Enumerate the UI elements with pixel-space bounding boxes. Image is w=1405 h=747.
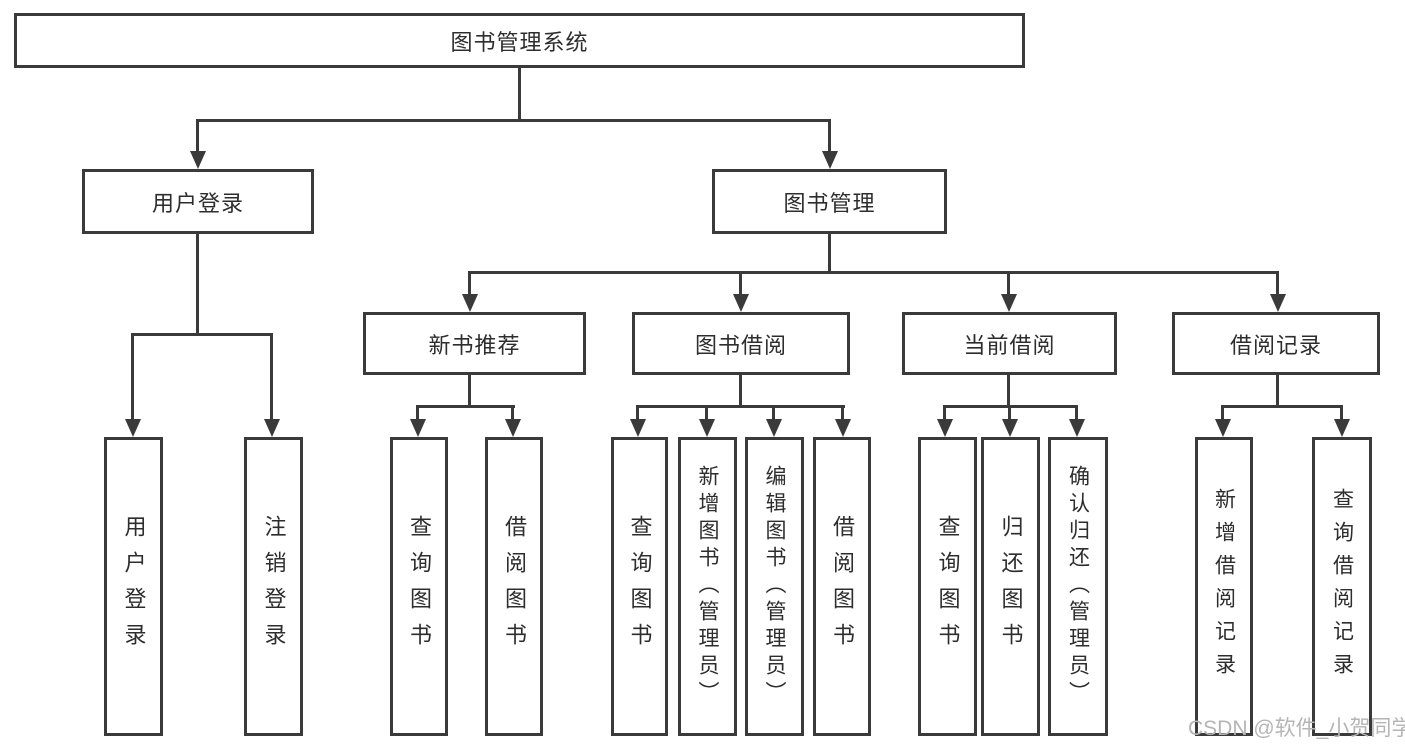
leaf-borrow-book: 借阅图书 [813,437,871,736]
arrow-down-icon [505,419,521,437]
node-root-system: 图书管理系统 [14,13,1025,68]
arrow-down-icon [766,419,782,437]
connector-line [1340,405,1343,425]
leaf-add-book-admin: 新增图书（管理员） [678,437,737,736]
connector-line [1221,405,1343,408]
connector-line [739,375,742,408]
connector-line [468,271,1279,274]
arrow-down-icon [937,419,953,437]
connector-line [636,405,639,425]
connector-line [468,375,471,408]
leaf-add-borrow-record: 新增借阅记录 [1195,437,1253,736]
node-current-borrow: 当前借阅 [902,312,1117,375]
connector-line [739,271,742,297]
connector-line [636,405,845,408]
connector-line [511,405,514,425]
arrow-down-icon [835,419,851,437]
arrow-down-icon [699,419,715,437]
node-user-login: 用户登录 [82,169,314,234]
node-book-borrow: 图书借阅 [632,312,850,375]
arrow-down-icon [822,151,838,169]
leaf-current-query-book: 查询图书 [918,437,977,736]
connector-line [828,234,831,274]
csdn-watermark: CSDN @软件_小贺同学 [1188,717,1405,740]
arrow-down-icon [630,419,646,437]
connector-line [1276,375,1279,408]
connector-line [1007,375,1010,408]
leaf-return-book: 归还图书 [981,437,1040,736]
connector-line [1276,271,1279,297]
leaf-query-borrow-record: 查询借阅记录 [1312,437,1372,736]
connector-line [196,119,199,155]
leaf-recommend-borrow-book: 借阅图书 [485,437,543,736]
connector-line [1007,271,1010,297]
arrow-down-icon [1270,294,1286,312]
connector-line [196,234,199,336]
node-book-management: 图书管理 [712,169,947,234]
arrow-down-icon [1215,419,1231,437]
connector-line [468,271,471,297]
arrow-down-icon [1334,419,1350,437]
connector-line [416,405,515,408]
node-borrow-records: 借阅记录 [1172,312,1380,375]
leaf-recommend-query-book: 查询图书 [390,437,448,736]
node-new-book-recommend: 新书推荐 [363,312,586,375]
arrow-down-icon [1002,419,1018,437]
connector-line [131,333,273,336]
leaf-borrow-query-book: 查询图书 [611,437,668,736]
connector-line [772,405,775,425]
arrow-down-icon [1069,419,1085,437]
leaf-user-login: 用户登录 [104,437,163,736]
connector-line [841,405,844,425]
arrow-down-icon [733,294,749,312]
arrow-down-icon [190,151,206,169]
arrow-down-icon [1001,294,1017,312]
connector-line [943,405,946,425]
arrow-down-icon [125,419,141,437]
connector-line [828,119,831,155]
connector-line [416,405,419,425]
connector-line [131,333,134,423]
connector-line [1221,405,1224,425]
arrow-down-icon [264,419,280,437]
connector-line [1008,405,1011,425]
connector-line [196,119,831,122]
leaf-edit-book-admin: 编辑图书（管理员） [745,437,804,736]
connector-line [705,405,708,425]
connector-line [518,68,521,121]
connector-line [1075,405,1078,425]
arrow-down-icon [462,294,478,312]
leaf-confirm-return-admin: 确认归还（管理员） [1048,437,1108,736]
connector-line [270,333,273,423]
arrow-down-icon [410,419,426,437]
node-root-label: 图书管理系统 [450,29,589,55]
leaf-logout: 注销登录 [244,437,303,736]
